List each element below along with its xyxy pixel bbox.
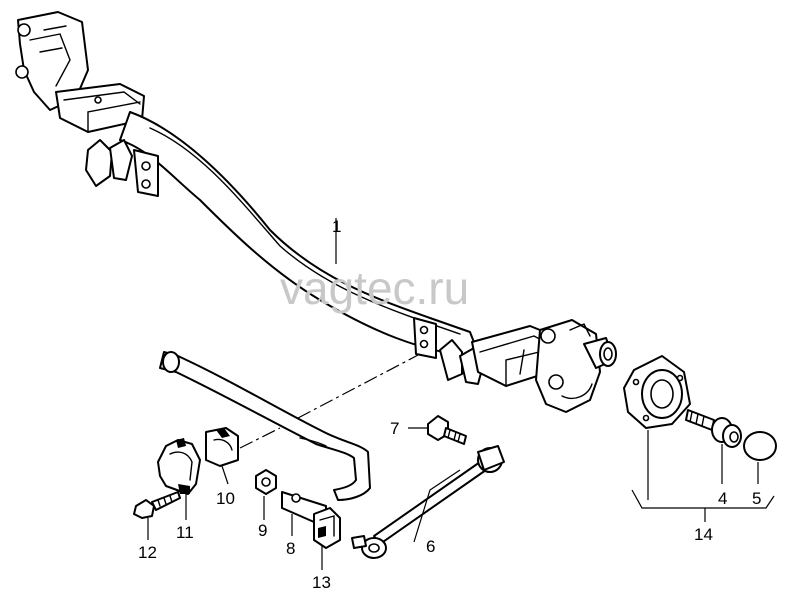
assembly-centerline xyxy=(239,353,421,449)
callout-4: 4 xyxy=(718,489,727,508)
callout-8: 8 xyxy=(286,539,295,558)
bar-clip xyxy=(313,507,341,549)
callout-1: 1 xyxy=(332,217,341,236)
callout-13: 13 xyxy=(312,573,331,592)
clamp-screw xyxy=(133,491,181,519)
wheel-hub xyxy=(623,355,691,429)
watermark: vagtec.ru xyxy=(280,262,469,314)
link-bolt xyxy=(427,415,467,445)
dust-cap xyxy=(743,431,777,461)
callout-5: 5 xyxy=(752,489,761,508)
callout-7: 7 xyxy=(390,419,399,438)
stabilizer-bushing xyxy=(205,427,239,467)
axle-beam xyxy=(15,11,617,413)
nut xyxy=(255,469,277,495)
callout-9: 9 xyxy=(258,521,267,540)
stabilizer-bar xyxy=(159,351,371,501)
callout-10: 10 xyxy=(216,489,235,508)
stabilizer-clamp xyxy=(157,438,201,495)
coupling-rod xyxy=(351,445,505,559)
callout-14: 14 xyxy=(694,525,713,544)
callout-labels: 1 4 5 6 7 8 9 10 11 12 13 14 xyxy=(138,217,761,592)
callout-11: 11 xyxy=(176,523,194,542)
hub-bolt xyxy=(685,409,742,448)
callout-6: 6 xyxy=(426,537,435,556)
leader-lines xyxy=(147,218,775,570)
callout-12: 12 xyxy=(138,543,157,562)
